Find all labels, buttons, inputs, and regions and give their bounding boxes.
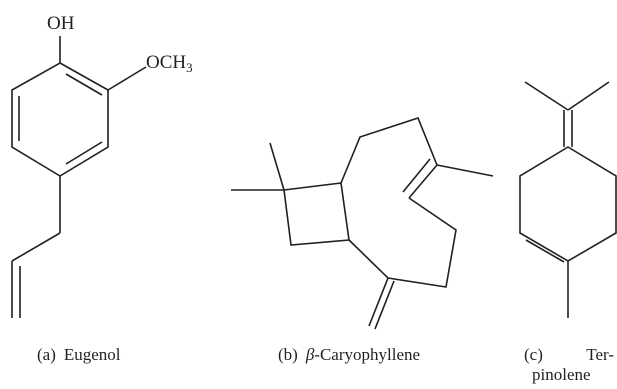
caryophyllene-methyl-bond: [269, 142, 285, 191]
caption-line: (c) Ter-: [524, 345, 614, 365]
eugenol-och3-label: OCH3: [146, 52, 193, 75]
terpinolene-methyl-bond: [524, 81, 569, 111]
eugenol-double-bond: [65, 141, 103, 165]
caryophyllene-macro-ring: [348, 197, 457, 288]
caryophyllene-methylene-bond: [368, 277, 389, 327]
eugenol-allyl-bond: [11, 232, 61, 262]
caption-name: Eugenol: [63, 345, 121, 364]
caryophyllene-macro-ring: [340, 117, 438, 184]
terpinolene-methyl-bond: [567, 81, 610, 111]
eugenol-och-text: OCH: [146, 52, 187, 73]
caption-letter: (b): [278, 345, 298, 364]
caption-letter: (a): [37, 345, 56, 364]
caption-line: pinolene: [532, 364, 591, 384]
eugenol-och3-bond: [107, 66, 147, 91]
caption-letter: (c): [524, 345, 543, 364]
caryophyllene-methylene-bond: [374, 280, 395, 330]
eugenol-och-subscript: 3: [186, 60, 193, 75]
caption-name: Ter-: [586, 345, 614, 364]
eugenol-double-bond: [65, 73, 103, 96]
terpinolene-ring: [519, 146, 617, 262]
caryophyllene-double-bond: [402, 158, 431, 193]
eugenol-oh-label: OH: [47, 13, 75, 34]
caption-eugenol: (a) Eugenol: [37, 345, 121, 365]
caption-caryophyllene: (b) β-Caryophyllene: [278, 345, 420, 365]
caption-beta: β: [305, 345, 315, 364]
caryophyllene-methyl-bond: [436, 164, 494, 177]
terpinolene-ring-double-bond: [525, 239, 565, 263]
caption-name: -Caryophyllene: [314, 345, 421, 364]
caryophyllene-double-bond: [408, 164, 438, 199]
caption-terpinolene: (c) Ter- pinolene: [524, 345, 614, 384]
